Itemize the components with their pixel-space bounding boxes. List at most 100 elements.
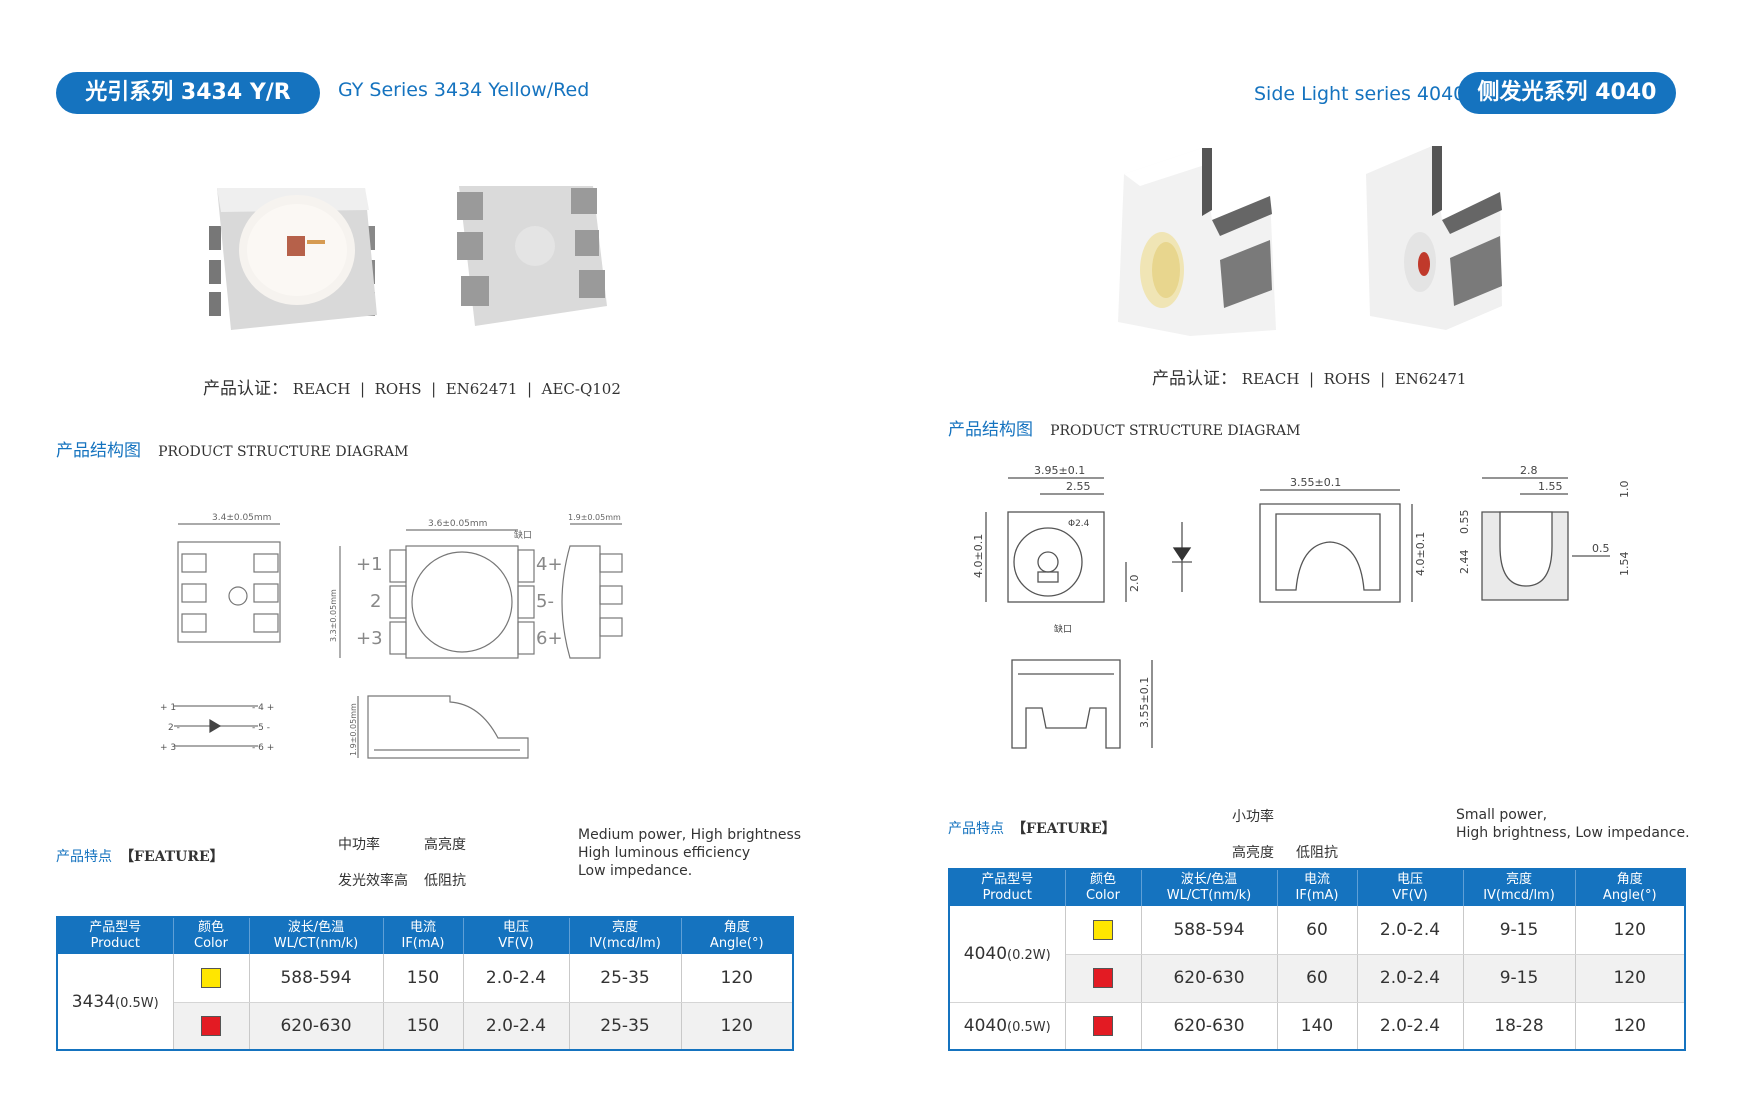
left-title-pill: 光引系列 3434 Y/R: [56, 72, 320, 114]
wl-cell: 620-630: [1141, 1002, 1278, 1051]
table-row: 4040(0.2W) 588-594 60 2.0-2.4 9-15 120: [949, 906, 1685, 1003]
wl-cell: 620-630: [249, 1002, 384, 1051]
color-cell: [1065, 906, 1142, 955]
left-feature-en: Medium power, High brightness High lumin…: [578, 826, 801, 880]
vf-cell: 2.0-2.4: [1357, 1002, 1464, 1051]
cert-item: ROHS: [374, 380, 422, 398]
feature-en-line: Low impedance.: [578, 863, 693, 879]
table-row: 620-630 150 2.0-2.4 25-35 120: [57, 1002, 793, 1051]
feature-item: 小功率: [1232, 809, 1274, 825]
dim-label: 2.8: [1520, 464, 1538, 477]
if-cell: 150: [383, 954, 464, 1003]
dim-label: 2.44: [1458, 550, 1471, 575]
right-feature-cn: 小功率 高亮度低阻抗: [1232, 806, 1338, 862]
structure-cn: 产品结构图: [948, 420, 1033, 440]
dim-label: 1.55: [1538, 480, 1563, 493]
cert-lead: 产品认证：: [1152, 369, 1237, 389]
feature-en-label: 【FEATURE】: [120, 849, 224, 865]
product-cell: 4040(0.2W): [949, 906, 1066, 1003]
dim-label: 3.95±0.1: [1034, 464, 1085, 477]
dim-label: Φ2.4: [1068, 519, 1090, 529]
vf-cell: 2.0-2.4: [463, 1002, 570, 1051]
dim-label: 3.6±0.05mm: [428, 519, 487, 529]
if-cell: 140: [1277, 1002, 1358, 1051]
dim-label: 3.3±0.05mm: [329, 589, 338, 642]
color-swatch-yellow: [201, 967, 221, 988]
cert-item: AEC-Q102: [541, 380, 621, 398]
cert-item: ROHS: [1323, 370, 1371, 388]
cert-item: EN62471: [445, 380, 518, 398]
led-chip-bottom-view: [457, 186, 607, 326]
pin-label: 5-: [536, 591, 554, 612]
dim-label: 3.55±0.1: [1138, 677, 1151, 728]
color-cell: [1065, 1002, 1142, 1051]
right-subtitle: Side Light series 4040: [1254, 83, 1466, 105]
dim-label: 2.0: [1128, 575, 1141, 593]
right-title-pill: 侧发光系列 4040: [1458, 72, 1676, 114]
angle-cell: 120: [1575, 954, 1685, 1003]
iv-cell: 25-35: [569, 954, 682, 1003]
dim-label: 0.5: [1592, 542, 1610, 555]
vf-cell: 2.0-2.4: [1357, 906, 1464, 955]
left-product-photo: [209, 186, 607, 330]
right-structure-diagram: 3.95±0.1 2.55 Φ2.4 4.0±0.1 2.0 缺口 3.55±0…: [972, 464, 1631, 749]
cert-sep: |: [527, 380, 533, 398]
wl-cell: 620-630: [1141, 954, 1278, 1003]
pin-label: 2: [370, 591, 381, 612]
structure-cn: 产品结构图: [56, 441, 141, 461]
dim-label: 3.55±0.1: [1290, 476, 1341, 489]
wl-cell: 588-594: [249, 954, 384, 1003]
cert-item: REACH: [292, 380, 351, 398]
feature-en-line: Medium power, High brightness: [578, 827, 802, 843]
dim-label: 3.4±0.05mm: [212, 513, 271, 523]
if-cell: 60: [1277, 906, 1358, 955]
left-structure-diagram: 3.4±0.05mm 3.6±0.05mm 缺口 +1 2 +3 4+ 5- 6…: [160, 513, 623, 759]
pin-label: 4+: [536, 554, 563, 575]
vf-cell: 2.0-2.4: [1357, 954, 1464, 1003]
left-feature-label: 产品特点【FEATURE】: [56, 846, 224, 866]
table-row: 3434(0.5W) 588-594 150 2.0-2.4 25-35 120: [57, 954, 793, 1051]
cert-item: EN62471: [1394, 370, 1467, 388]
cert-sep: |: [1308, 370, 1315, 388]
circuit-label: + 3: [160, 743, 176, 753]
left-structure-heading: 产品结构图 PRODUCT STRUCTURE DIAGRAM: [56, 436, 408, 461]
cert-lead: 产品认证：: [203, 379, 288, 399]
dim-label: 2.55: [1066, 480, 1091, 493]
color-cell: [1065, 954, 1142, 1003]
feature-item: 高亮度: [424, 837, 466, 853]
feature-en-line: Small power,: [1456, 807, 1548, 823]
circuit-label: 2 -: [168, 723, 180, 733]
notch-label: 缺口: [514, 529, 532, 541]
dim-label: 4.0±0.1: [1414, 532, 1427, 576]
dim-label: 4.0±0.1: [972, 534, 985, 578]
side-led-chip-front: [1118, 148, 1276, 336]
color-cell: [173, 1002, 250, 1051]
feature-cn-label: 产品特点: [56, 849, 112, 865]
angle-cell: 120: [681, 954, 793, 1003]
diode-symbol: [1172, 522, 1192, 592]
feature-en-line: High luminous efficiency: [578, 845, 751, 861]
feature-item: 中功率: [338, 837, 380, 853]
left-feature-cn: 中功率高亮度 发光效率高低阻抗: [338, 834, 466, 890]
dim-label: 1.54: [1618, 552, 1631, 577]
angle-cell: 120: [681, 1002, 793, 1051]
structure-en: PRODUCT STRUCTURE DIAGRAM: [1050, 423, 1301, 439]
right-product-photo: [1118, 146, 1502, 336]
structure-en: PRODUCT STRUCTURE DIAGRAM: [158, 444, 409, 460]
feature-en-line: High brightness, Low impedance.: [1456, 825, 1690, 841]
dim-label: 1.9±0.05mm: [349, 703, 358, 756]
feature-item: 低阻抗: [1296, 845, 1338, 861]
pin-label: +3: [356, 628, 383, 649]
